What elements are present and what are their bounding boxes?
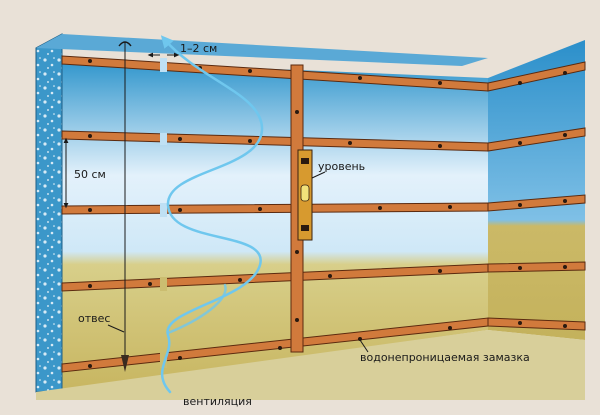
gap-label: 1–2 см	[180, 42, 217, 55]
wall-section-top	[36, 34, 488, 66]
side-batten-3	[487, 194, 586, 212]
side-batten-1	[487, 61, 586, 92]
waterproof-label: водонепроницаемая замазка	[360, 351, 530, 364]
level-label: уровень	[318, 160, 365, 173]
gap-dimension: 1–2 см	[147, 42, 217, 58]
plumb-label: отвес	[78, 312, 110, 325]
ventilation-label: вентиляция	[183, 395, 252, 408]
floor	[36, 330, 585, 400]
airflow-path-2	[166, 283, 227, 335]
plumb-line	[118, 41, 132, 372]
vertical-batten	[290, 64, 304, 353]
spirit-level	[297, 149, 313, 241]
screws	[88, 59, 567, 368]
side-batten-4	[487, 261, 586, 273]
ventilation-airflow	[160, 35, 264, 394]
side-batten-5	[487, 317, 586, 331]
spacing-dimension: 50 см	[63, 137, 106, 209]
plumb-bob	[121, 355, 129, 372]
batten-gaps	[160, 58, 167, 368]
side-batten-2	[487, 127, 586, 152]
wall-section	[35, 33, 63, 393]
spacing-label: 50 см	[74, 168, 106, 181]
